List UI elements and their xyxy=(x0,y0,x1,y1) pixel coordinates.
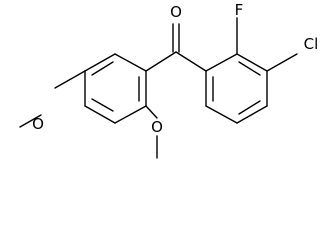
bond-carbonyl-left xyxy=(145,51,177,72)
bond-right-ring-inner-1 xyxy=(238,61,261,76)
carbonyl-group xyxy=(145,23,207,72)
right-ring xyxy=(205,53,268,124)
atom-label-ortho-methoxy-oxygen: O xyxy=(151,118,163,136)
bond-ortho-methoxy-o xyxy=(145,105,158,119)
structure-canvas: O F Cl O O xyxy=(19,1,319,159)
bond-left-ring-inner-2 xyxy=(91,98,114,112)
bond-right-ring-4 xyxy=(236,105,268,124)
bond-left-ring-inner-3 xyxy=(91,61,114,76)
atom-label-carbonyl-oxygen: O xyxy=(170,3,182,21)
para-methoxy-group xyxy=(19,70,86,128)
bond-right-ring-1 xyxy=(205,53,238,72)
bond-left-ring-5 xyxy=(84,53,116,72)
atom-label-chlorine: Cl xyxy=(304,35,319,53)
bond-carbonyl-right xyxy=(175,51,207,72)
left-ring xyxy=(84,53,147,124)
bond-right-ring-5 xyxy=(205,105,238,124)
bond-left-ring-3 xyxy=(84,105,116,124)
atom-label-fluorine: F xyxy=(235,1,244,19)
bond-right-ring-inner-2 xyxy=(238,100,261,115)
bond-para-methoxy-o xyxy=(54,70,86,89)
bond-para-methoxy-ch3 xyxy=(19,114,42,128)
atom-label-para-methoxy-oxygen: O xyxy=(32,115,44,133)
bond-right-ring-2 xyxy=(236,53,268,72)
bond-left-ring-2 xyxy=(114,105,147,124)
bond-left-ring-6 xyxy=(114,53,147,72)
molecule-drawing: O F Cl O O xyxy=(19,1,319,159)
bond-chlorine xyxy=(266,53,298,72)
ortho-methoxy-group xyxy=(145,105,158,159)
